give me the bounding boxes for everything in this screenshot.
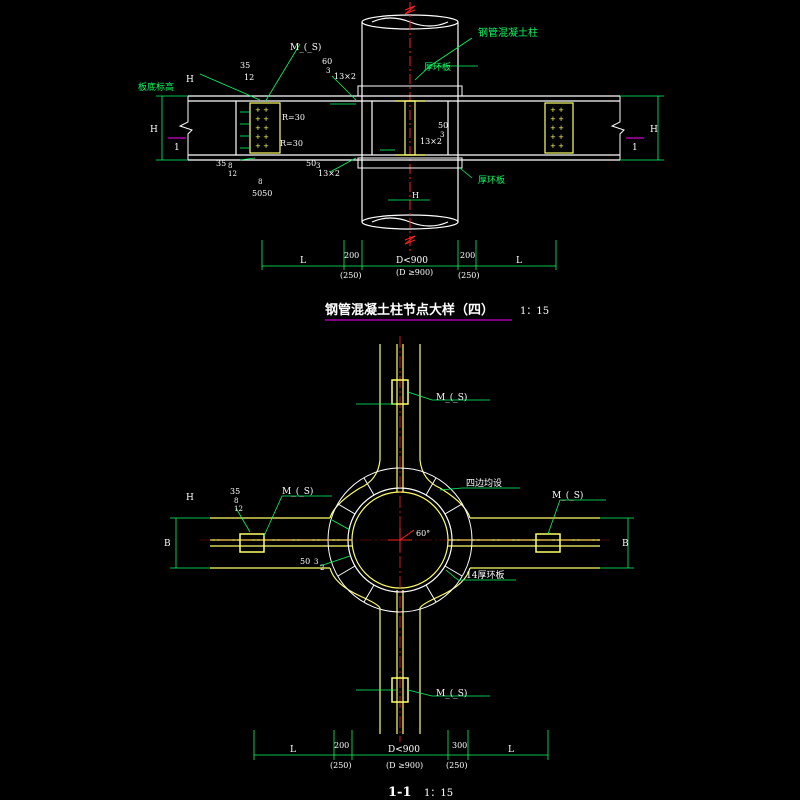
elevation-dim-chain xyxy=(261,240,557,270)
section-weld-3: 3 xyxy=(314,558,318,566)
section-dim-300: 300 xyxy=(452,741,467,750)
dim-L-right: L xyxy=(516,256,522,266)
section-weld-50: 50 xyxy=(300,557,310,566)
weld-8: 8 xyxy=(228,162,232,170)
break-mark-top xyxy=(404,5,416,15)
section-dim-L-left: L xyxy=(290,745,296,755)
stiffeners xyxy=(337,477,463,603)
label-ring: 14厚环板 xyxy=(466,569,504,581)
section-label-B-right: B xyxy=(622,539,629,549)
section-dim-250-left: (250) xyxy=(330,761,352,770)
dim-250-right: (250) xyxy=(458,271,480,280)
weld-R30-1: R=30 xyxy=(282,113,305,122)
section-dim-D-alt: (D ≥900) xyxy=(386,761,423,770)
dim-D: D<900 xyxy=(396,256,428,266)
section-title: 1-1 xyxy=(388,785,412,800)
bolts-left: + + + + + + + + + + xyxy=(255,106,269,150)
dim-H xyxy=(156,95,664,201)
svg-text:+ +: + + xyxy=(550,106,564,114)
label-stiffener: 四边均设 xyxy=(466,477,502,489)
weld-13x2-right: 13×2 xyxy=(420,137,442,146)
section-leaders xyxy=(235,391,606,697)
section-label-B-left: B xyxy=(164,539,171,549)
label-H-inner: H xyxy=(412,191,419,200)
weld-3b: 3 xyxy=(316,162,320,170)
weld-60: 60 xyxy=(322,57,332,66)
weld-R30-2: R=30 xyxy=(280,139,303,148)
svg-text:+ +: + + xyxy=(255,133,269,141)
section-view: 60° xyxy=(164,336,634,800)
dim-D-alt: (D ≥900) xyxy=(396,268,433,277)
weld-13x2-top: 13×2 xyxy=(334,72,356,81)
label-column: 钢管混凝土柱 xyxy=(478,26,538,39)
dim-5050: 5050 xyxy=(252,189,272,198)
svg-text:+ +: + + xyxy=(550,133,564,141)
section-weld-tag-bottom: M_(_S) xyxy=(436,688,467,699)
section-dim-200: 200 xyxy=(334,741,349,750)
break-mark-bottom xyxy=(404,235,416,245)
section-weld-12: 12 xyxy=(234,505,243,513)
weld-12b: 12 xyxy=(228,170,237,178)
weld-3-right: 3 xyxy=(440,131,444,139)
section-weld-2: 2 xyxy=(320,564,324,572)
svg-text:+ +: + + xyxy=(550,142,564,150)
label-H-left: H xyxy=(150,125,158,135)
splice-plate-left xyxy=(235,101,281,155)
weld-50a: 50 xyxy=(306,159,316,168)
section-dim-chain xyxy=(253,730,549,760)
label-H-top: H xyxy=(186,75,194,85)
section-weld-8: 8 xyxy=(234,497,238,505)
section-dim-L-right: L xyxy=(508,745,514,755)
dim-L-left: L xyxy=(300,256,306,266)
svg-text:+ +: + + xyxy=(550,115,564,123)
dim-200-left: 200 xyxy=(344,251,359,260)
svg-text:+ +: + + xyxy=(255,115,269,123)
svg-text:+ +: + + xyxy=(255,142,269,150)
section-scale: 1：15 xyxy=(424,788,453,799)
elevation-title: 钢管混凝土柱节点大样（四） xyxy=(325,302,494,318)
dim-200-right: 200 xyxy=(460,251,475,260)
svg-text:+ +: + + xyxy=(255,124,269,132)
svg-text:+ +: + + xyxy=(550,124,564,132)
section-weld-tag-top: M_(_S) xyxy=(436,392,467,403)
weld-12: 12 xyxy=(244,73,254,82)
weld-tag: M_(_S) xyxy=(290,42,321,53)
section-outline xyxy=(210,344,600,734)
weld-3: 3 xyxy=(326,67,330,75)
elevation-view: + + + + + + + + + + + + + + + + + + + + xyxy=(138,2,664,321)
inner-i-section xyxy=(371,100,449,156)
beam-break-left xyxy=(178,96,193,160)
elevation-leaders xyxy=(199,37,478,179)
elevation-scale: 1：15 xyxy=(520,306,549,317)
svg-text:+ +: + + xyxy=(255,106,269,114)
section-dim-250-right: (250) xyxy=(446,761,468,770)
label-slab-bottom: 板底标高 xyxy=(138,81,174,93)
weld-50-right: 50 xyxy=(438,121,448,130)
section-weld-tag-right: M_(_S) xyxy=(552,490,583,501)
weld-35b: 35 xyxy=(216,159,226,168)
beam-break-right xyxy=(610,96,625,160)
section-mark-right: 1 xyxy=(632,143,638,153)
label-ring-bottom: 厚环板 xyxy=(478,174,505,186)
label-H-right: H xyxy=(650,125,658,135)
bolts-right: + + + + + + + + + + xyxy=(550,106,564,150)
splice-plate-right xyxy=(544,102,574,154)
label-ring-top: 厚环板 xyxy=(424,61,451,73)
section-mark-left: 1 xyxy=(174,143,180,153)
dim-250-left: (250) xyxy=(340,271,362,280)
angle-label: 60° xyxy=(416,529,430,538)
section-dim-B xyxy=(170,517,634,569)
section-label-H: H xyxy=(186,493,194,503)
weld-13x2-bot: 13×2 xyxy=(318,169,340,178)
section-weld-35: 35 xyxy=(230,487,240,496)
dim-8: 8 xyxy=(258,178,262,186)
section-weld-tag-left: M_(_S) xyxy=(282,486,313,497)
section-dim-D: D<900 xyxy=(388,745,420,755)
weld-35: 35 xyxy=(240,61,250,70)
